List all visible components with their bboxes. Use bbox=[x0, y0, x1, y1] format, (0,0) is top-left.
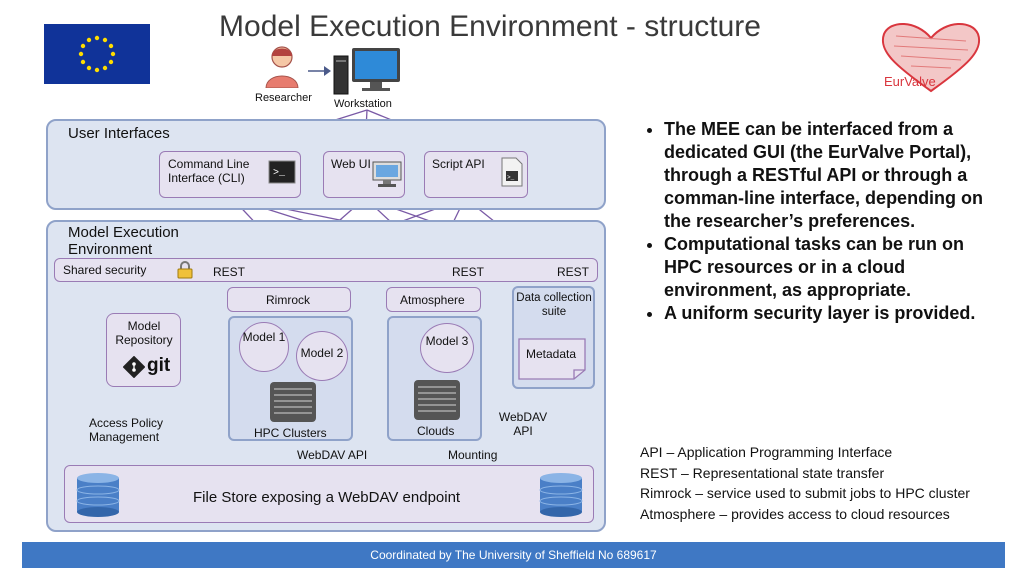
svg-text:>_: >_ bbox=[507, 174, 515, 181]
eurvalve-logo-text: EurValve bbox=[884, 74, 936, 89]
model-1-label: Model 1 bbox=[242, 330, 286, 344]
model-repository-box bbox=[106, 313, 181, 387]
rimrock-label: Rimrock bbox=[266, 293, 310, 307]
eu-flag-logo bbox=[44, 24, 150, 84]
researcher-icon bbox=[262, 44, 302, 89]
database-icon-left bbox=[75, 472, 121, 518]
hpc-server-icon bbox=[268, 380, 318, 424]
terminal-icon: >_ bbox=[268, 160, 296, 184]
script-api-label: Script API bbox=[432, 157, 485, 171]
git-logo-icon bbox=[122, 355, 146, 379]
rest-label-3: REST bbox=[557, 265, 590, 279]
file-store-box bbox=[64, 465, 594, 523]
shared-security-bar bbox=[54, 258, 598, 282]
researcher-label: Researcher bbox=[255, 92, 312, 104]
webui-label: Web UI bbox=[331, 157, 371, 171]
model-2-circle bbox=[296, 331, 348, 381]
cli-box bbox=[159, 151, 301, 198]
clouds-label: Clouds bbox=[417, 424, 455, 438]
cloud-server-icon bbox=[412, 378, 462, 422]
webdav-api-label: WebDAV API bbox=[297, 448, 368, 462]
shared-security-label: Shared security bbox=[63, 263, 147, 277]
atmosphere-box bbox=[386, 287, 481, 312]
hpc-label: HPC Clusters bbox=[254, 426, 327, 440]
model-2-label: Model 2 bbox=[300, 346, 344, 360]
metadata-label: Metadata bbox=[526, 347, 577, 361]
mee-heading: Model Execution Environment bbox=[68, 224, 179, 258]
model-repository-label: Model Repository bbox=[115, 319, 173, 347]
data-collection-label: Data collection suite bbox=[516, 292, 592, 318]
file-store-label: File Store exposing a WebDAV endpoint bbox=[193, 489, 461, 506]
bullet-list: The MEE can be interfaced from a dedicat… bbox=[640, 118, 990, 325]
bullet-item: The MEE can be interfaced from a dedicat… bbox=[664, 118, 990, 233]
metadata-doc bbox=[518, 338, 586, 380]
glossary-item: API – Application Programming Interface bbox=[640, 444, 893, 460]
workstation-label: Workstation bbox=[334, 98, 392, 110]
glossary-item: REST – Representational state transfer bbox=[640, 464, 885, 481]
glossary: API – Application Programming Interface … bbox=[640, 442, 1000, 524]
rest-label-2: REST bbox=[452, 265, 485, 279]
workstation-icon bbox=[332, 46, 402, 96]
user-interfaces-heading: User Interfaces bbox=[68, 125, 170, 142]
mounting-label: Mounting bbox=[448, 448, 498, 462]
glossary-item: Rimrock – service used to submit jobs to… bbox=[640, 485, 970, 501]
model-1-circle bbox=[239, 322, 289, 372]
webdav-api-side-label: WebDAV API bbox=[498, 410, 548, 438]
atmosphere-label: Atmosphere bbox=[400, 293, 465, 307]
arrow-right-icon bbox=[308, 64, 332, 76]
slide-title: Model Execution Environment - structure bbox=[219, 10, 761, 43]
model-3-label: Model 3 bbox=[425, 334, 469, 348]
glossary-item: Atmosphere – provides access to cloud re… bbox=[640, 505, 950, 522]
rimrock-box bbox=[227, 287, 351, 312]
cli-label: Command Line Interface (CLI) bbox=[168, 157, 250, 185]
footer-bar: Coordinated by The University of Sheffie… bbox=[22, 542, 1005, 568]
lock-icon bbox=[176, 261, 194, 279]
database-icon-right bbox=[538, 472, 584, 518]
rest-label-1: REST bbox=[213, 265, 246, 279]
eurvalve-heart-logo: EurValve bbox=[876, 16, 986, 96]
access-policy-label: Access Policy Management bbox=[89, 416, 164, 444]
model-3-circle bbox=[420, 323, 474, 373]
git-label: git bbox=[147, 355, 171, 376]
bullet-item: Computational tasks can be run on HPC re… bbox=[664, 233, 990, 302]
svg-text:>_: >_ bbox=[273, 168, 286, 179]
monitor-icon bbox=[372, 160, 402, 188]
bullet-item: A uniform security layer is provided. bbox=[664, 302, 990, 325]
script-file-icon: >_ bbox=[500, 157, 524, 187]
